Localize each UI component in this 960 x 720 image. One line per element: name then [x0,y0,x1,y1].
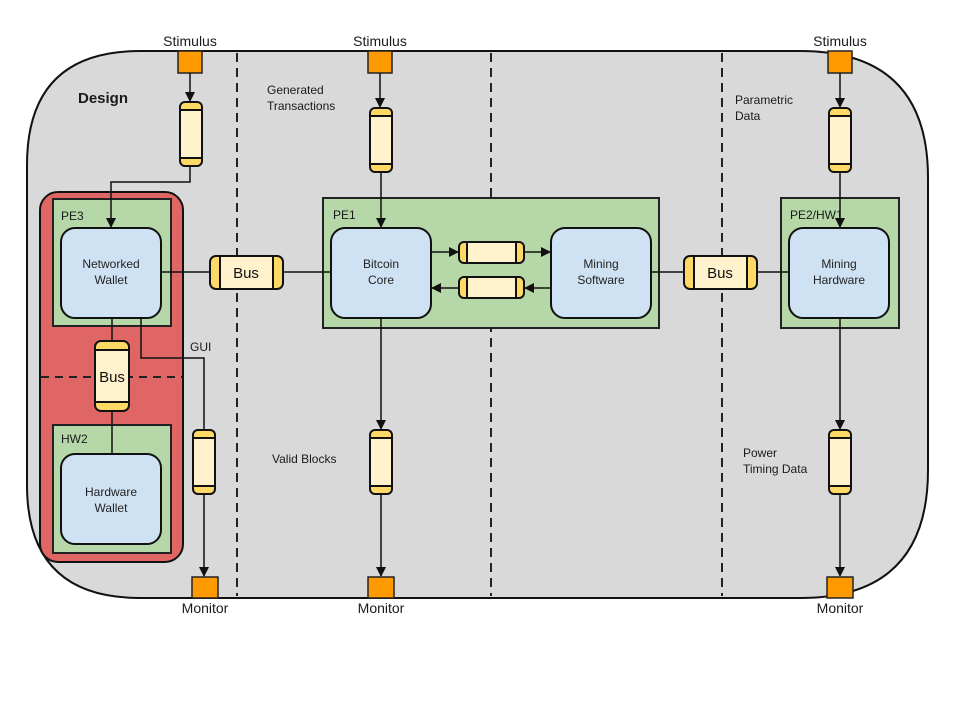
monitor-left-port[interactable] [191,576,219,599]
mining-software-label-1: Mining [583,257,618,271]
networked-wallet-label-2: Wallet [95,273,129,287]
wire-gui [140,318,205,430]
stimulus-right-port[interactable] [827,50,853,74]
stimulus-center-label: Stimulus [353,33,407,49]
networked-wallet-node[interactable] [60,227,162,319]
vertical-bus[interactable] [94,340,130,412]
wire-stimulus-to-wallet [106,166,191,228]
parametric-data-label-1: Parametric [735,93,793,107]
power-timing-label-2: Timing Data [743,462,808,476]
gui-label: GUI [190,340,211,354]
parametric-data-label-2: Data [735,109,761,123]
stimulus-left-label: Stimulus [163,33,217,49]
bus-right-label: Bus [707,265,733,282]
mining-software-label-2: Software [577,273,625,287]
pe1-label: PE1 [333,208,356,222]
channel-software-to-core[interactable] [458,276,525,299]
bus-right[interactable] [683,255,758,290]
design-title: Design [78,90,128,107]
channel-generated-transactions[interactable] [369,107,393,173]
hw2-label: HW2 [61,432,88,446]
bus-left-label: Bus [233,265,259,282]
hardware-wallet-node[interactable] [60,453,162,545]
hardware-wallet-label-2: Wallet [95,501,129,515]
generated-transactions-label-1: Generated [267,83,324,97]
bitcoin-core-label-1: Bitcoin [363,257,399,271]
hardware-wallet-label-1: Hardware [85,485,137,499]
monitor-center-port[interactable] [367,576,395,599]
bitcoin-core-label-2: Core [368,273,394,287]
channel-stimulus-left[interactable] [179,101,203,167]
networked-wallet-label-1: Networked [82,257,139,271]
mining-hardware-label-1: Mining [821,257,856,271]
pe2-label: PE2/HW1 [790,208,843,222]
monitor-right-label: Monitor [817,600,864,616]
channel-core-to-software[interactable] [458,241,525,264]
channel-power-timing-data[interactable] [828,429,852,495]
bus-left[interactable] [209,255,284,290]
valid-blocks-label: Valid Blocks [272,452,336,466]
monitor-left-label: Monitor [182,600,229,616]
power-timing-label-1: Power [743,446,777,460]
monitor-center-label: Monitor [358,600,405,616]
stimulus-right-label: Stimulus [813,33,867,49]
vertical-bus-label: Bus [99,369,125,386]
channel-gui[interactable] [192,429,216,495]
generated-transactions-label-2: Transactions [267,99,335,113]
channel-valid-blocks[interactable] [369,429,393,495]
mining-hardware-node[interactable] [788,227,890,319]
mining-hardware-label-2: Hardware [813,273,865,287]
monitor-right-port[interactable] [826,576,854,599]
stimulus-center-port[interactable] [367,50,393,74]
pe3-label: PE3 [61,209,84,223]
mining-software-node[interactable] [550,227,652,319]
channel-parametric-data[interactable] [828,107,852,173]
stimulus-left-port[interactable] [177,50,203,74]
